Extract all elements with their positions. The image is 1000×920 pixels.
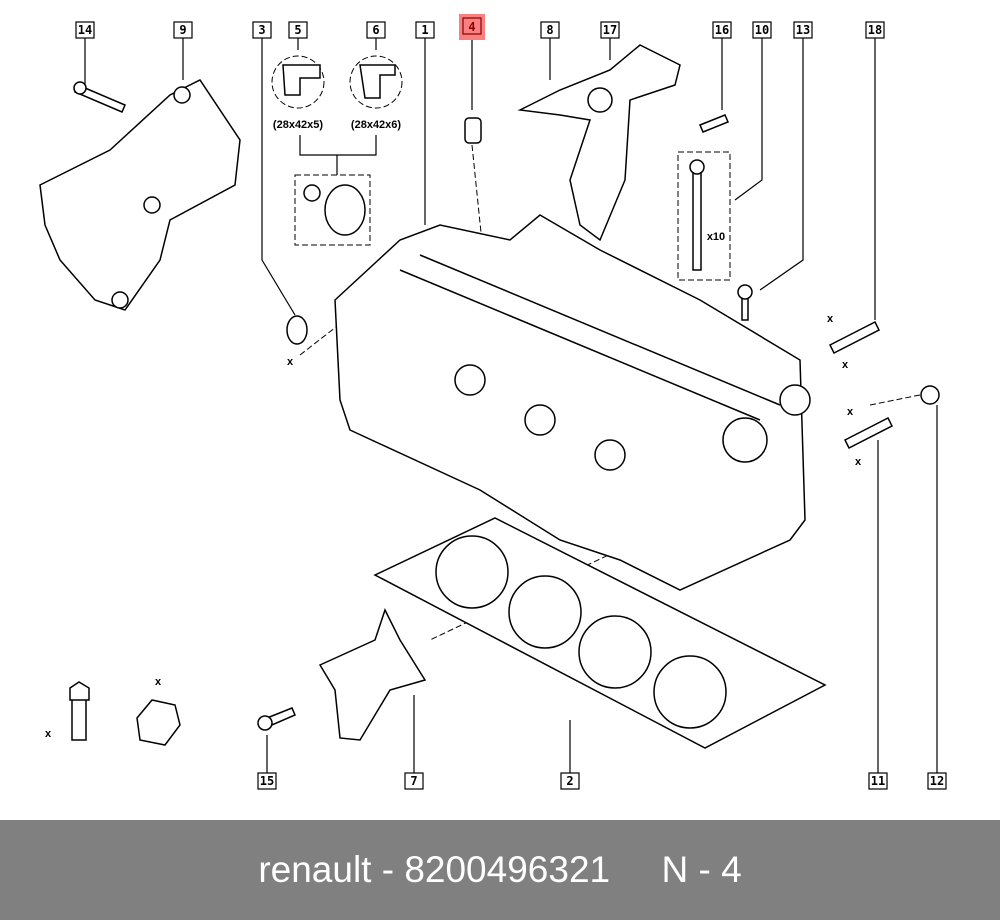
part-number-footer: renault - 8200496321 N - 4 bbox=[0, 820, 1000, 920]
callout-10[interactable]: 10 bbox=[752, 21, 772, 39]
svg-text:8: 8 bbox=[546, 23, 553, 37]
svg-text:2: 2 bbox=[566, 774, 573, 788]
callout-17[interactable]: 17 bbox=[600, 21, 620, 39]
engine-mount-bracket bbox=[39, 79, 241, 311]
svg-text:6: 6 bbox=[372, 23, 379, 37]
dim-x-label: x bbox=[842, 359, 849, 371]
svg-text:11: 11 bbox=[871, 774, 885, 788]
bracket-7 bbox=[257, 608, 427, 741]
bolts-10-13-16 bbox=[677, 114, 753, 321]
bolt-quantity: x10 bbox=[707, 231, 725, 243]
callout-12[interactable]: 12 bbox=[927, 772, 947, 790]
svg-text:12: 12 bbox=[930, 774, 944, 788]
svg-text:1: 1 bbox=[421, 23, 428, 37]
dimension-legend: x x x x x x x bbox=[45, 313, 862, 746]
callout-9[interactable]: 9 bbox=[173, 21, 193, 39]
svg-text:15: 15 bbox=[260, 774, 274, 788]
callout-3[interactable]: 3 bbox=[252, 21, 272, 39]
callout-16[interactable]: 16 bbox=[712, 21, 732, 39]
callout-11[interactable]: 11 bbox=[868, 772, 888, 790]
callout-8[interactable]: 8 bbox=[540, 21, 560, 39]
oil-seals bbox=[271, 55, 403, 246]
svg-text:18: 18 bbox=[868, 23, 882, 37]
callout-18[interactable]: 18 bbox=[865, 21, 885, 39]
svg-text:3: 3 bbox=[258, 23, 265, 37]
svg-text:13: 13 bbox=[796, 23, 810, 37]
studs-18-11 bbox=[828, 320, 940, 450]
svg-text:5: 5 bbox=[294, 23, 301, 37]
seal-6-size: (28x42x6) bbox=[351, 119, 401, 131]
callout-13[interactable]: 13 bbox=[793, 21, 813, 39]
svg-text:4: 4 bbox=[468, 20, 475, 34]
cylinder-head bbox=[334, 214, 811, 591]
cylinder-head-exploded-diagram: x x x x x x x (28x42x5) (28x42x6) x10 14… bbox=[39, 14, 947, 790]
svg-text:10: 10 bbox=[755, 23, 769, 37]
seal-5-size: (28x42x5) bbox=[273, 119, 323, 131]
dim-x-label: x bbox=[155, 676, 162, 688]
svg-text:7: 7 bbox=[410, 774, 417, 788]
plug-3 bbox=[286, 315, 308, 345]
leader-lines bbox=[84, 38, 938, 773]
svg-text:17: 17 bbox=[603, 23, 617, 37]
svg-text:9: 9 bbox=[179, 23, 186, 37]
dim-x-label: x bbox=[287, 356, 294, 368]
callout-4[interactable]: 4 bbox=[462, 17, 482, 35]
dim-x-label: x bbox=[45, 728, 52, 740]
callout-1[interactable]: 1 bbox=[415, 21, 435, 39]
head-gasket-2 bbox=[373, 517, 827, 749]
lifting-bracket-8-17 bbox=[517, 44, 681, 242]
valve-stem-seal-4 bbox=[464, 117, 482, 144]
svg-text:14: 14 bbox=[78, 23, 92, 37]
dim-x-label: x bbox=[855, 456, 862, 468]
callout-2[interactable]: 2 bbox=[560, 772, 580, 790]
callout-7[interactable]: 7 bbox=[404, 772, 424, 790]
svg-text:16: 16 bbox=[715, 23, 729, 37]
callout-15[interactable]: 15 bbox=[257, 772, 277, 790]
bolt-14 bbox=[73, 81, 126, 113]
callout-5[interactable]: 5 bbox=[288, 21, 308, 39]
callout-6[interactable]: 6 bbox=[366, 21, 386, 39]
dim-x-label: x bbox=[847, 406, 854, 418]
dim-x-label: x bbox=[827, 313, 834, 325]
callout-14[interactable]: 14 bbox=[75, 21, 95, 39]
